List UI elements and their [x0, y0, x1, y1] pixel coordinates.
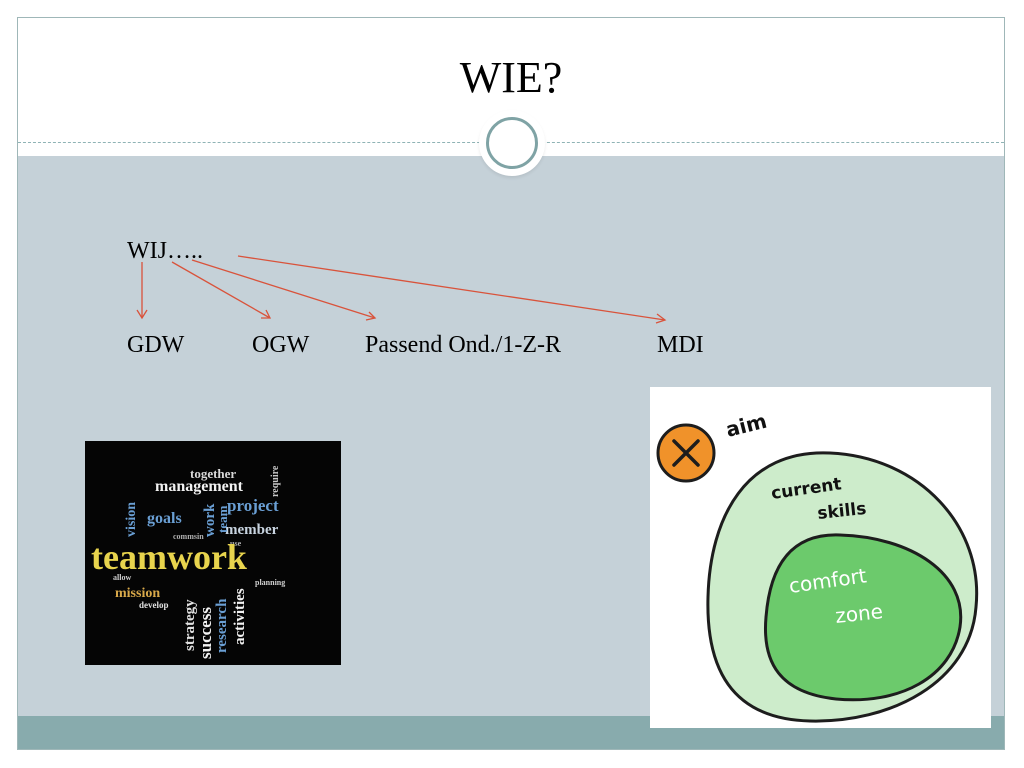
word-use: use: [230, 539, 242, 548]
target-passend-ond: Passend Ond./1-Z-R: [365, 332, 561, 358]
word-vision: vision: [124, 501, 139, 537]
title-medallion-icon: [479, 110, 545, 176]
comfort-label-2: zone: [834, 599, 884, 628]
word-member: member: [225, 522, 279, 538]
word-project: project: [227, 496, 279, 515]
target-mdi: MDI: [657, 332, 704, 358]
word-require: require: [270, 465, 281, 497]
word-teamwork: teamwork: [91, 537, 247, 577]
word-activities: activities: [232, 588, 248, 645]
teamwork-wordcloud-image: together management project goals member…: [85, 441, 341, 665]
target-ogw: OGW: [252, 332, 310, 358]
word-mission: mission: [115, 586, 161, 601]
word-planning: planning: [255, 578, 286, 587]
slide-title: WIE?: [459, 53, 563, 102]
intro-text: WIJ…..: [127, 238, 203, 264]
word-strategy: strategy: [182, 599, 198, 651]
word-success: success: [196, 607, 215, 659]
word-together: together: [190, 466, 237, 481]
word-allow: allow: [113, 573, 132, 582]
word-commsin: commsin: [173, 532, 204, 541]
aim-label: aim: [723, 409, 769, 442]
word-goals: goals: [147, 510, 182, 527]
comfort-zone-image: aim current skills comfort zone: [650, 387, 991, 728]
word-research: research: [214, 598, 230, 653]
word-management: management: [155, 478, 243, 495]
target-gdw: GDW: [127, 332, 185, 358]
word-team: team: [215, 505, 230, 533]
word-develop: develop: [139, 600, 169, 610]
medallion-ring: [486, 117, 538, 169]
comfort-zone-circle: [763, 533, 963, 702]
